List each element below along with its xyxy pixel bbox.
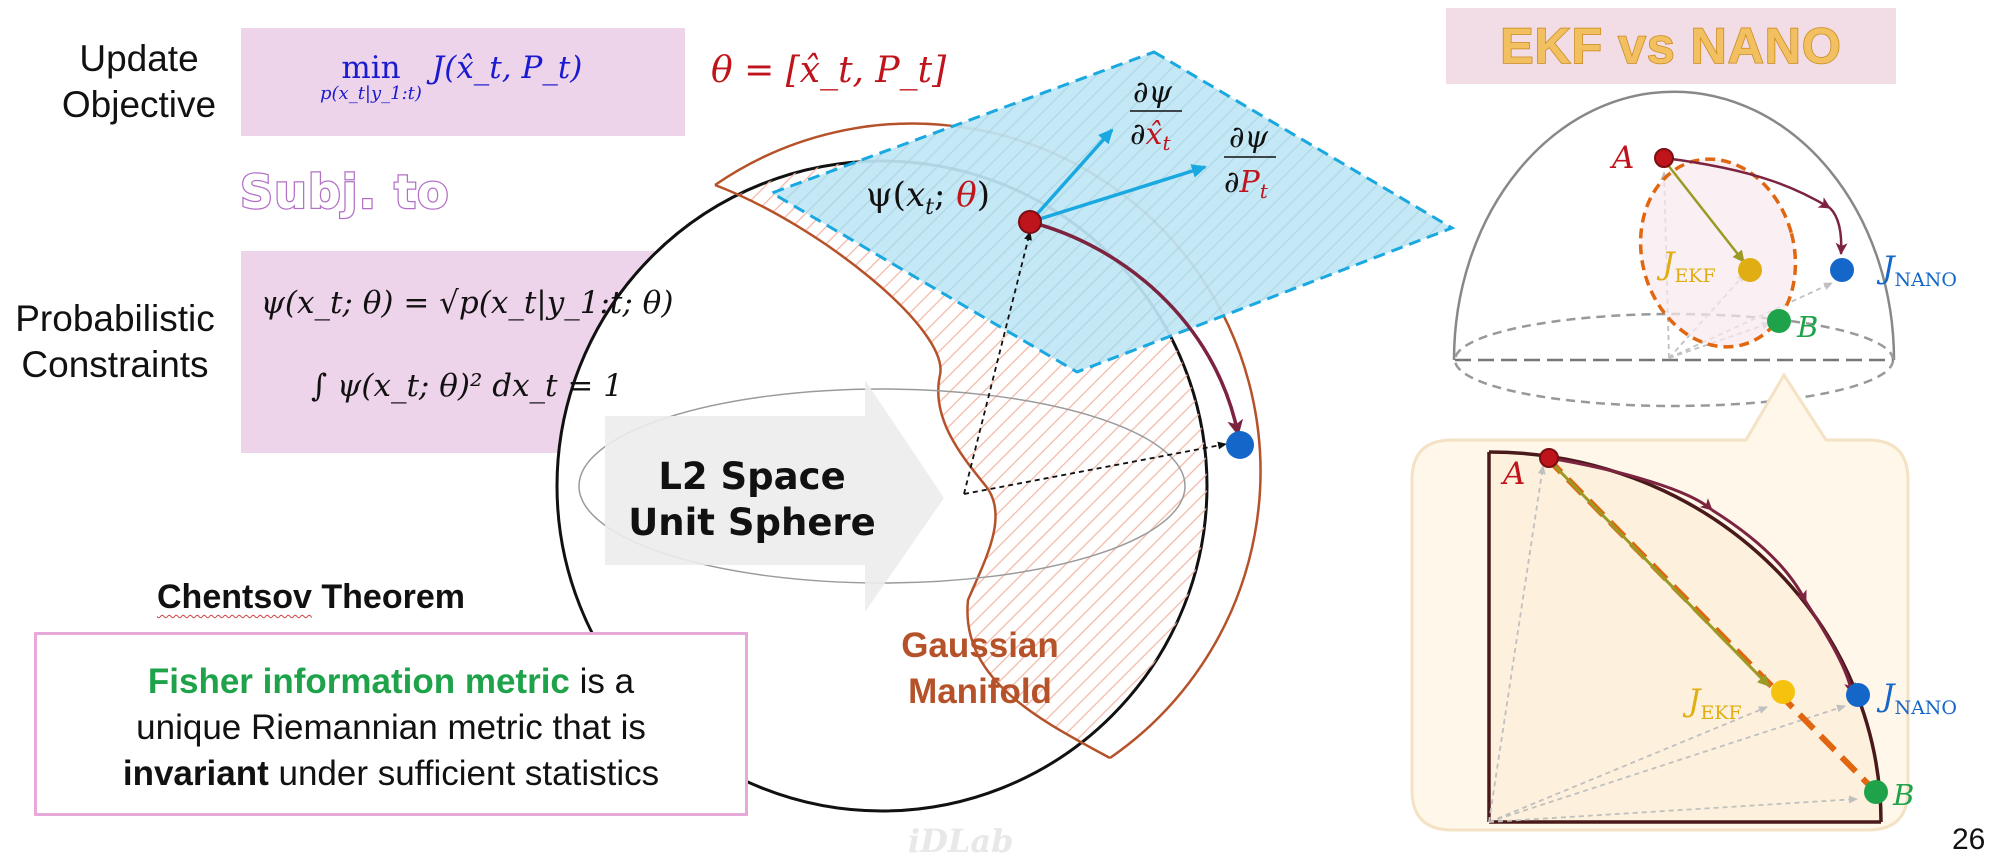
hemi-label-nano: JNANO (1882, 250, 1957, 291)
svg-text:∂ψ: ∂ψ (1133, 75, 1173, 110)
hemi-point-ekf (1738, 258, 1762, 282)
hemisphere-arc (1452, 90, 1896, 361)
objective-formula: min p(x_t|y_1:t) J(x̂_t, P_t) (320, 52, 582, 104)
constraint-line-1: ψ(x_t; θ) = √p(x_t|y_1:t; θ) (260, 285, 674, 321)
zoom-label-ekf: JEKF (1688, 683, 1742, 724)
zoom-label-b: B (1893, 778, 1915, 812)
fisher-text-1: is a (569, 662, 635, 701)
l2-gray-arrow (605, 380, 944, 612)
quarter-arc (1488, 450, 1883, 823)
hemi-point-a (1654, 148, 1674, 168)
zoom-nano-sub: NANO (1894, 697, 1957, 719)
zoom-nano-j: J (1882, 678, 1895, 714)
tangent-plane-border (768, 50, 1456, 374)
origin-to-theta-vector (963, 231, 1032, 495)
grad-xhat-arrow (1028, 128, 1114, 224)
svg-text:∂x̂t: ∂x̂t (1130, 117, 1171, 155)
invariant-text: invariant (122, 754, 269, 793)
watermark: iDLab (908, 822, 1014, 860)
ekf-step-arrow (1663, 159, 1745, 263)
quarter-circle-diagram (1487, 448, 1888, 824)
update-label-line1: Update (79, 38, 199, 79)
ekf-zoom-arrow (1545, 456, 1771, 688)
prob-label-line2: Constraints (21, 344, 209, 385)
probabilistic-constraints-label: Probabilistic Constraints (0, 296, 230, 388)
update-label-line2: Objective (61, 84, 217, 125)
chentsov-word: Chentsov (157, 578, 312, 616)
fisher-box: Fisher information metric is a unique Ri… (34, 632, 748, 816)
fisher-text-2: unique Riemannian metric that is (136, 708, 646, 747)
objective-box (241, 28, 685, 136)
objective-subscript: p(x_t|y_1:t) (320, 83, 422, 104)
gaussian-line1: Gaussian (901, 626, 1059, 665)
zoom-point-nano (1846, 683, 1870, 707)
theorem-word: Theorem (311, 578, 465, 616)
hemi-point-b (1767, 309, 1791, 333)
ekf-region (1638, 157, 1798, 349)
objective-j: J(x̂_t, P_t) (431, 50, 583, 86)
svg-text:∂ψ: ∂ψ (1229, 120, 1269, 155)
fisher-text-3: under sufficient statistics (268, 754, 660, 793)
zoom-ekf-sub: EKF (1700, 702, 1742, 724)
subj-to-heading: Subj. to (239, 164, 450, 221)
theta-definition: θ = [x̂_t, P_t] (711, 50, 947, 91)
zoom-point-ekf (1771, 680, 1795, 704)
theta-point (1018, 210, 1042, 234)
hemi-ekf-sub: EKF (1674, 265, 1716, 287)
zoom-label-a: A (1503, 456, 1526, 492)
hemi-ekf-j: J (1662, 246, 1675, 282)
hemi-point-nano (1830, 258, 1854, 282)
gaussian-line2: Manifold (908, 672, 1052, 711)
constraint-line-2: ∫ ψ(x_t; θ)² dx_t = 1 (311, 368, 623, 404)
grad-p-arrow (1029, 164, 1207, 224)
gaussian-manifold-edge (714, 183, 1111, 760)
target-point (1226, 431, 1254, 459)
page-number: 26 (1952, 823, 1986, 856)
grad-xhat-label: ∂ψ ∂x̂t (1130, 75, 1182, 155)
l2-space-label: L2 Space Unit Sphere (612, 454, 892, 546)
l2-line2: Unit Sphere (628, 501, 876, 544)
chentsov-heading: Chentsov Theorem (157, 578, 465, 617)
l2-line1: L2 Space (658, 455, 846, 498)
zoom-point-b (1864, 780, 1888, 804)
prob-label-line1: Probabilistic (15, 298, 215, 339)
zoom-point-a (1539, 448, 1559, 468)
update-objective-label: Update Objective (36, 36, 242, 128)
zoom-label-nano: JNANO (1882, 678, 1957, 719)
hemi-label-b: B (1797, 310, 1819, 344)
hemi-nano-sub: NANO (1894, 269, 1957, 291)
hemi-label-ekf: JEKF (1662, 246, 1716, 287)
hemi-nano-j: J (1882, 250, 1895, 286)
ekf-vs-nano-title: EKF vs NANO (1446, 8, 1896, 84)
gaussian-manifold-label: Gaussian Manifold (870, 623, 1090, 715)
hemisphere-diagram (1452, 90, 1896, 408)
fisher-metric-text: Fisher information metric (147, 662, 570, 701)
objective-min: min (341, 50, 401, 86)
hemi-label-a: A (1612, 140, 1635, 176)
zoom-ekf-j: J (1688, 683, 1701, 719)
geodesic-trajectory (1029, 220, 1244, 436)
